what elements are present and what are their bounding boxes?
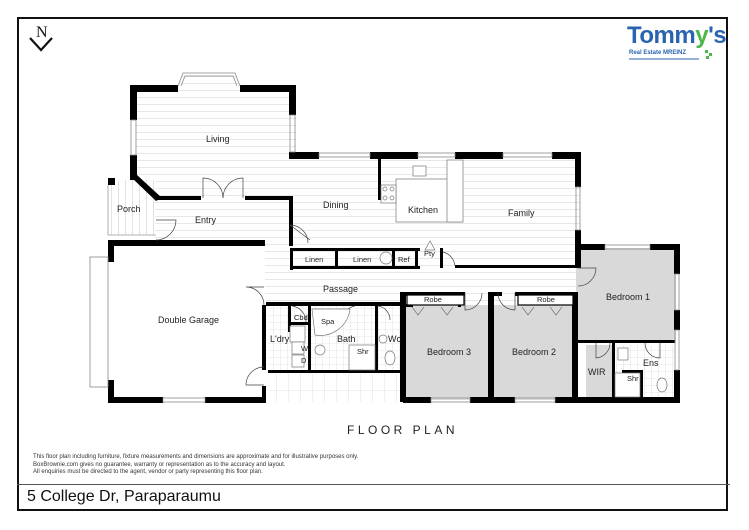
- agency-logo: Tommy's Real Estate MREINZ: [625, 22, 730, 64]
- room-label-passage: Passage: [323, 284, 359, 294]
- room-label-living: Living: [206, 134, 230, 144]
- logo-subtitle: Real Estate MREINZ: [629, 50, 687, 56]
- room-label-robe-bedroom3: Robe: [424, 295, 442, 304]
- page-frame: [17, 17, 728, 511]
- bath-fixtures: [289, 308, 668, 398]
- kitchen-fixtures: [379, 159, 464, 265]
- room-label-washer: W: [301, 344, 309, 353]
- logo-brand-suffix: 's: [708, 22, 727, 49]
- room-label-bath-shower: Shr: [357, 347, 369, 356]
- robes: [406, 294, 574, 306]
- room-label-double-garage: Double Garage: [158, 315, 220, 325]
- room-label-ref: Ref: [398, 255, 410, 264]
- property-address: 5 College Dr, Paraparaumu: [27, 488, 221, 505]
- room-label-bath: Bath: [337, 334, 356, 344]
- north-arrow-icon: [29, 37, 53, 52]
- north-letter: N: [36, 24, 48, 41]
- windows: [89, 72, 680, 403]
- room-label-entry: Entry: [195, 215, 217, 225]
- room-label-robe-bedroom2: Robe: [537, 295, 555, 304]
- room-label-pantry: Pty: [424, 249, 435, 258]
- room-label-dining: Dining: [323, 200, 349, 210]
- floor-plan-title: FLOOR PLAN: [347, 423, 459, 437]
- room-label-bedroom-3: Bedroom 3: [427, 347, 472, 357]
- room-label-porch: Porch: [117, 204, 141, 214]
- logo-key-icon: [705, 50, 712, 59]
- footer-divider: [17, 484, 730, 485]
- disclaimer-line-2: BoxBrownie.com gives no guarantee, warra…: [33, 461, 286, 468]
- room-label-cupboard: Cbd: [294, 313, 308, 322]
- room-label-ensuite-shower: Shr: [627, 374, 639, 383]
- disclaimer-line-3: All enquiries must be directed to the ag…: [33, 469, 263, 475]
- disclaimer-line-1: This floor plan including furniture, fix…: [33, 454, 359, 460]
- disclaimer: This floor plan including furniture, fix…: [33, 454, 358, 477]
- room-label-spa: Spa: [321, 317, 335, 326]
- room-label-bedroom-1: Bedroom 1: [606, 292, 651, 302]
- room-label-linen-1: Linen: [305, 255, 324, 264]
- doors: [155, 177, 661, 386]
- room-label-family: Family: [508, 208, 535, 218]
- room-label-dryer: D: [301, 356, 307, 365]
- logo-brand-y: y: [695, 22, 709, 49]
- walls: [108, 85, 680, 403]
- logo-tagline-line: [629, 58, 699, 60]
- north-arrow: N: [28, 24, 68, 58]
- room-label-laundry: L'dry: [270, 334, 290, 344]
- room-label-kitchen: Kitchen: [408, 205, 439, 215]
- room-label-bedroom-2: Bedroom 2: [512, 347, 557, 357]
- room-label-ensuite: Ens: [643, 358, 659, 368]
- room-label-wir: WIR: [588, 367, 606, 377]
- room-label-linen-2: Linen: [353, 255, 372, 264]
- room-label-wc: Wc: [388, 334, 401, 344]
- porch: [107, 185, 156, 236]
- logo-brand-prefix: Tomm: [627, 22, 696, 49]
